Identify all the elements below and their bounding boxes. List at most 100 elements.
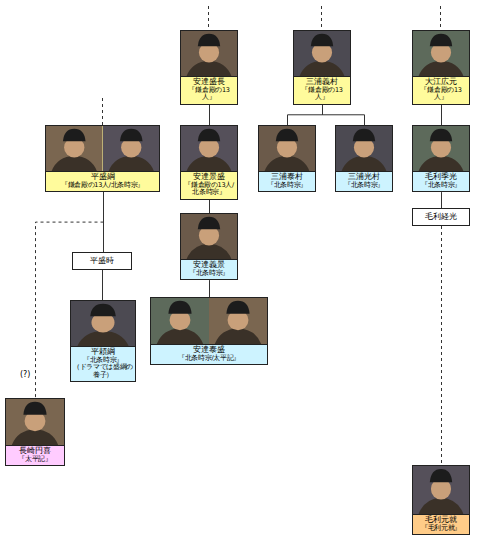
person-box: 長崎円喜『太平記』 [5,398,65,466]
name-caption: 安達景盛『鎌倉殿の13人/北条時宗』 [181,172,237,199]
portrait-photo [413,126,469,171]
person-name: 長崎円喜 [7,447,63,456]
photo-strip [181,126,237,172]
person-name: 平盛時 [90,257,114,266]
person-name: 三浦光村 [337,173,391,182]
person-name: 平頼綱 [72,348,134,357]
person-box: 安達盛長『鎌倉殿の13人』 [180,30,238,105]
person-box: 平盛時 [72,252,132,270]
photo-strip [151,298,267,345]
drama-title: 『北条時宗』 [414,182,468,189]
portrait-photo [103,126,160,171]
drama-title: 『鎌倉殿の13人』 [295,87,349,102]
name-caption: 長崎円喜『太平記』 [6,446,64,465]
drama-title: 『毛利元就』 [414,525,468,532]
person-name: 三浦義村 [295,78,349,87]
person-name: 安達泰盛 [152,346,266,355]
drama-title: 『太平記』 [7,456,63,463]
name-caption: 平盛綱『鎌倉殿の13人/北条時宗』 [46,172,159,191]
person-name: 毛利季光 [414,173,468,182]
name-caption: 三浦義村『鎌倉殿の13人』 [294,77,350,104]
lineage-line [441,192,442,208]
photo-strip [46,126,159,172]
name-caption: 毛利経光 [413,209,469,225]
name-caption: 三浦光村『北条時宗』 [336,172,392,191]
lineage-dash [440,6,441,30]
lineage-line [288,105,323,125]
photo-strip [259,126,315,172]
photo-strip [6,399,64,446]
portrait-photo [209,298,267,344]
name-caption: 安達盛長『鎌倉殿の13人』 [181,77,237,104]
lineage-line [209,280,210,297]
drama-title: 『北条時宗』 [182,270,236,277]
lineage-dash [321,6,322,30]
person-name: 安達景盛 [182,173,236,182]
portrait-photo [259,126,315,171]
lineage-line [209,200,210,213]
photo-strip [181,31,237,77]
person-box: 平頼綱『北条時宗』（ドラマでは盛綱の養子） [70,300,136,382]
lineage-line [323,105,365,125]
portrait-photo [181,126,237,171]
portrait-photo [46,126,103,171]
name-caption: 毛利季光『北条時宗』 [413,172,469,191]
photo-strip [413,466,469,515]
person-box: 毛利経光 [412,208,470,226]
person-box: 三浦光村『北条時宗』 [335,125,393,192]
photo-strip [71,301,135,347]
person-name: 大江広元 [414,78,468,87]
person-box: 平盛綱『鎌倉殿の13人/北条時宗』 [45,125,160,192]
person-box: 安達景盛『鎌倉殿の13人/北条時宗』 [180,125,238,200]
name-caption: 平盛時 [73,253,131,269]
drama-title: 『北条時宗』 [337,182,391,189]
lineage-line [209,105,210,125]
drama-title: 『鎌倉殿の13人』 [414,87,468,102]
name-caption: 大江広元『鎌倉殿の13人』 [413,77,469,104]
portrait-photo [6,399,64,445]
lineage-dash [208,6,209,30]
uncertain-mark: (?) [20,370,31,379]
photo-strip [413,31,469,77]
portrait-photo [413,466,469,514]
photo-strip [336,126,392,172]
drama-title: 『鎌倉殿の13人』 [182,87,236,102]
portrait-photo [151,298,209,344]
person-box: 大江広元『鎌倉殿の13人』 [412,30,470,105]
person-box: 安達泰盛『北条時宗/太平記』 [150,297,268,365]
person-name: 毛利元就 [414,516,468,525]
person-name: 安達盛長 [182,78,236,87]
name-caption: 三浦泰村『北条時宗』 [259,172,315,191]
person-box: 安達義景『北条時宗』 [180,213,238,280]
portrait-photo [181,31,237,76]
person-box: 三浦泰村『北条時宗』 [258,125,316,192]
portrait-photo [336,126,392,171]
portrait-photo [294,31,350,76]
person-name: 毛利経光 [425,213,457,222]
person-name: 平盛綱 [47,173,158,182]
name-caption: 平頼綱『北条時宗』（ドラマでは盛綱の養子） [71,347,135,381]
photo-strip [181,214,237,260]
name-caption: 安達義景『北条時宗』 [181,260,237,279]
drama-title: （ドラマでは盛綱の養子） [72,364,134,379]
portrait-photo [181,214,237,259]
person-box: 毛利季光『北条時宗』 [412,125,470,192]
drama-title: 『北条時宗』 [260,182,314,189]
person-box: 三浦義村『鎌倉殿の13人』 [293,30,351,105]
portrait-photo [413,31,469,76]
drama-title: 『北条時宗/太平記』 [152,355,266,362]
name-caption: 安達泰盛『北条時宗/太平記』 [151,345,267,364]
drama-title: 『北条時宗』 [72,357,134,364]
name-caption: 毛利元就『毛利元就』 [413,515,469,534]
photo-strip [413,126,469,172]
lineage-dash [102,98,103,125]
person-name: 三浦泰村 [260,173,314,182]
portrait-photo [71,301,135,346]
person-box: 毛利元就『毛利元就』 [412,465,470,535]
lineage-line [441,226,442,465]
photo-strip [294,31,350,77]
lineage-line [102,270,103,300]
person-name: 安達義景 [182,261,236,270]
